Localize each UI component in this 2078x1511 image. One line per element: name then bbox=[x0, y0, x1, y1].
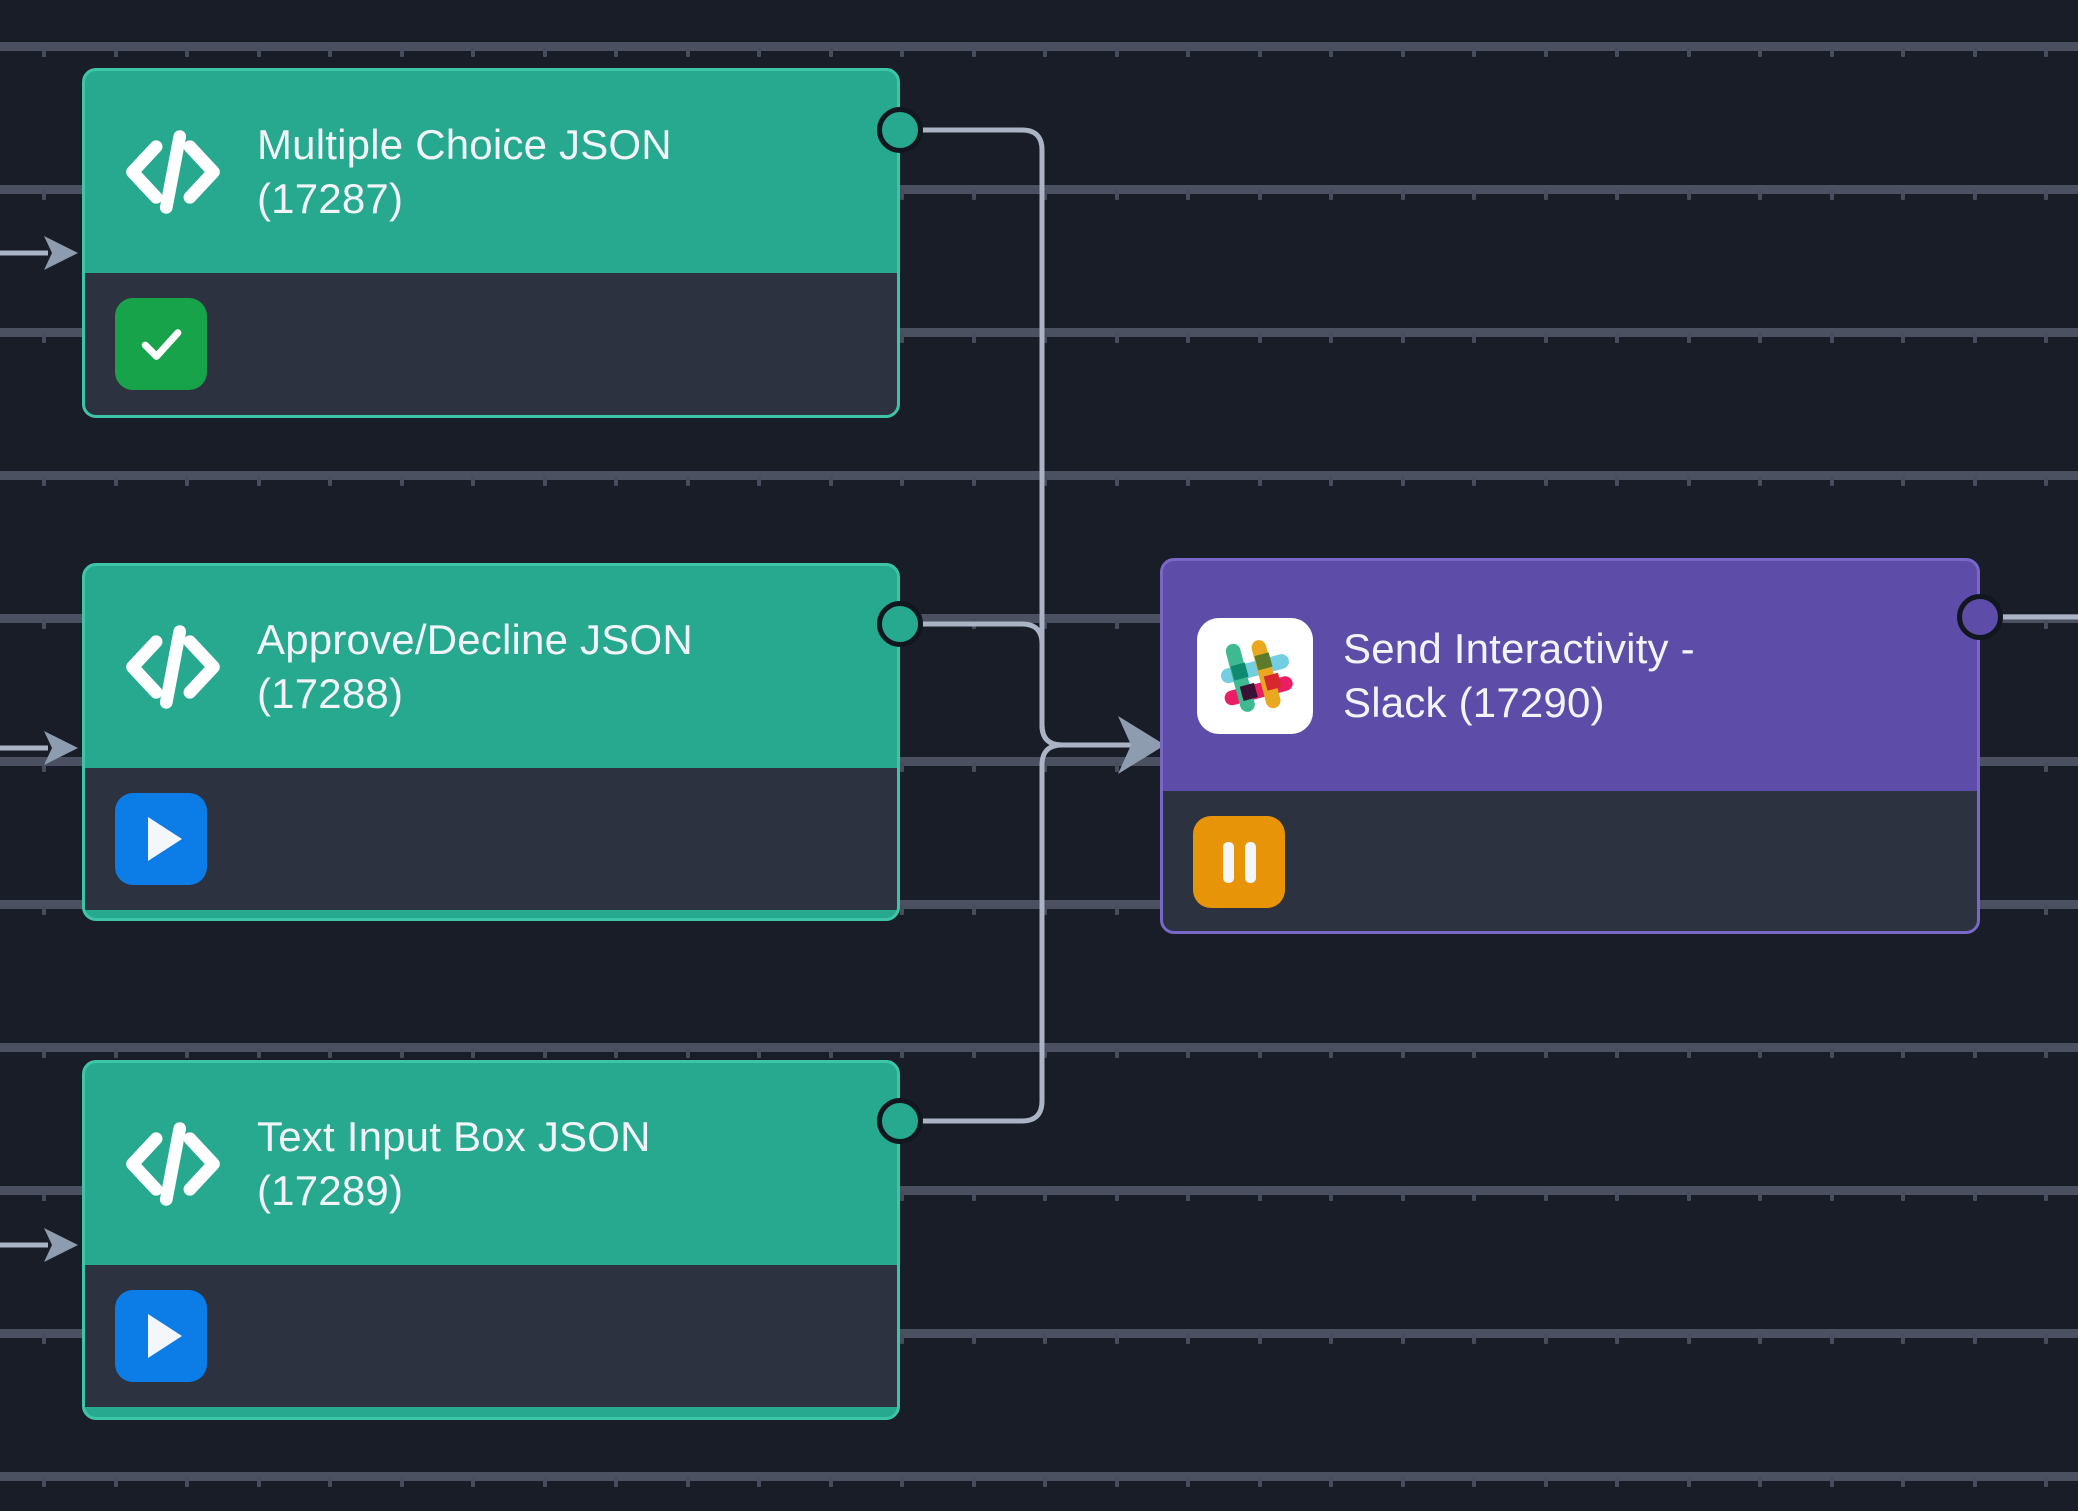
node-footer bbox=[1163, 791, 1977, 931]
node-header: Send Interactivity - Slack (17290) bbox=[1163, 561, 1977, 791]
code-brackets-icon bbox=[119, 118, 227, 226]
code-brackets-icon bbox=[119, 613, 227, 721]
node-footer bbox=[85, 273, 897, 415]
workflow-node-text-input-box-json[interactable]: Text Input Box JSON (17289) bbox=[82, 1060, 900, 1420]
node-header: Approve/Decline JSON (17288) bbox=[85, 566, 897, 768]
check-icon bbox=[141, 329, 182, 360]
node-title: Multiple Choice JSON (17287) bbox=[257, 121, 672, 222]
node-header: Text Input Box JSON (17289) bbox=[85, 1063, 897, 1265]
output-port-17290[interactable] bbox=[1957, 594, 2003, 640]
workflow-node-approve-decline-json[interactable]: Approve/Decline JSON (17288) bbox=[82, 563, 900, 921]
output-port-17287[interactable] bbox=[877, 107, 923, 153]
check-button[interactable] bbox=[115, 298, 207, 390]
output-port-17288[interactable] bbox=[877, 601, 923, 647]
node-footer bbox=[85, 1265, 897, 1407]
node-title: Text Input Box JSON (17289) bbox=[257, 1113, 651, 1214]
node-title: Approve/Decline JSON (17288) bbox=[257, 616, 693, 717]
pause-icon bbox=[1222, 841, 1256, 883]
slack-logo-icon bbox=[1197, 618, 1313, 734]
code-brackets-icon bbox=[119, 1110, 227, 1218]
play-icon bbox=[147, 1314, 182, 1358]
pause-button[interactable] bbox=[1193, 816, 1285, 908]
node-footer bbox=[85, 768, 897, 910]
run-button[interactable] bbox=[115, 793, 207, 885]
node-header: Multiple Choice JSON (17287) bbox=[85, 71, 897, 273]
output-port-17289[interactable] bbox=[877, 1098, 923, 1144]
workflow-node-multiple-choice-json[interactable]: Multiple Choice JSON (17287) bbox=[82, 68, 900, 418]
play-icon bbox=[147, 817, 182, 861]
run-button[interactable] bbox=[115, 1290, 207, 1382]
workflow-node-send-interactivity-slack[interactable]: Send Interactivity - Slack (17290) bbox=[1160, 558, 1980, 934]
node-title: Send Interactivity - Slack (17290) bbox=[1343, 625, 1695, 726]
